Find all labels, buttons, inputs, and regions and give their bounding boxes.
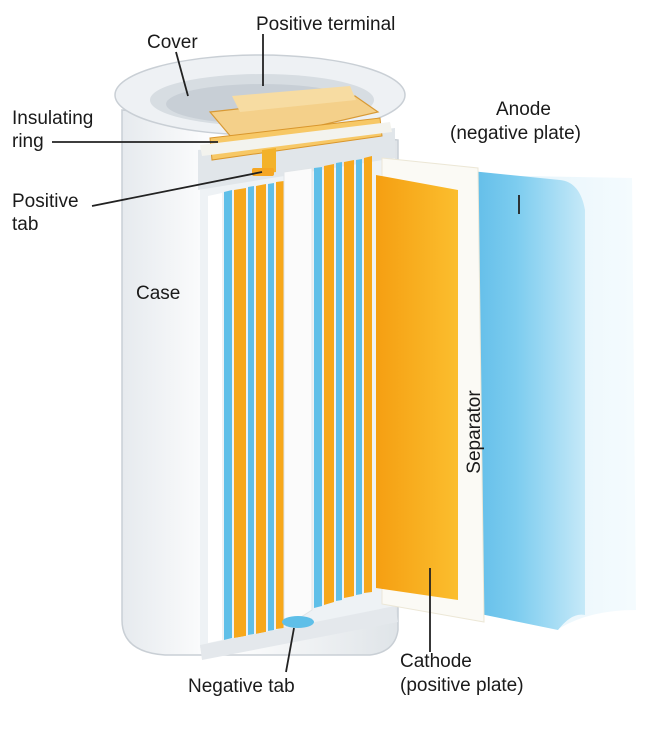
label-insulating-ring-line1: Insulating [12,108,93,129]
labels: Cover Positive terminal Insulating ring … [12,14,581,697]
label-positive-terminal: Positive terminal [256,14,395,35]
negative-tab [282,616,314,628]
label-cover: Cover [147,32,198,53]
leader-lines [52,34,520,673]
positive-tab-leader [91,171,263,207]
label-anode-line1: Anode [496,99,551,120]
insulating-ring [200,122,392,156]
electrode-layers-left [208,181,284,643]
label-insulating-ring-line2: ring [12,131,44,152]
center-core [283,167,313,629]
label-cathode-line1: Cathode [400,651,472,672]
cathode-sheet [376,175,458,600]
label-positive-tab-line1: Positive [12,191,79,212]
label-negative-tab: Negative tab [188,676,295,697]
electrode-layers-right [314,156,372,608]
label-anode-line2: (negative plate) [450,123,581,144]
negative-tab-leader [285,627,295,673]
bottom-plate [200,606,398,660]
label-positive-tab-line2: tab [12,214,38,235]
label-case: Case [136,283,180,304]
label-cathode-line2: (positive plate) [400,675,524,696]
cover-leader [175,51,189,97]
label-separator: Separator [464,390,485,474]
positive-tab [252,148,276,176]
